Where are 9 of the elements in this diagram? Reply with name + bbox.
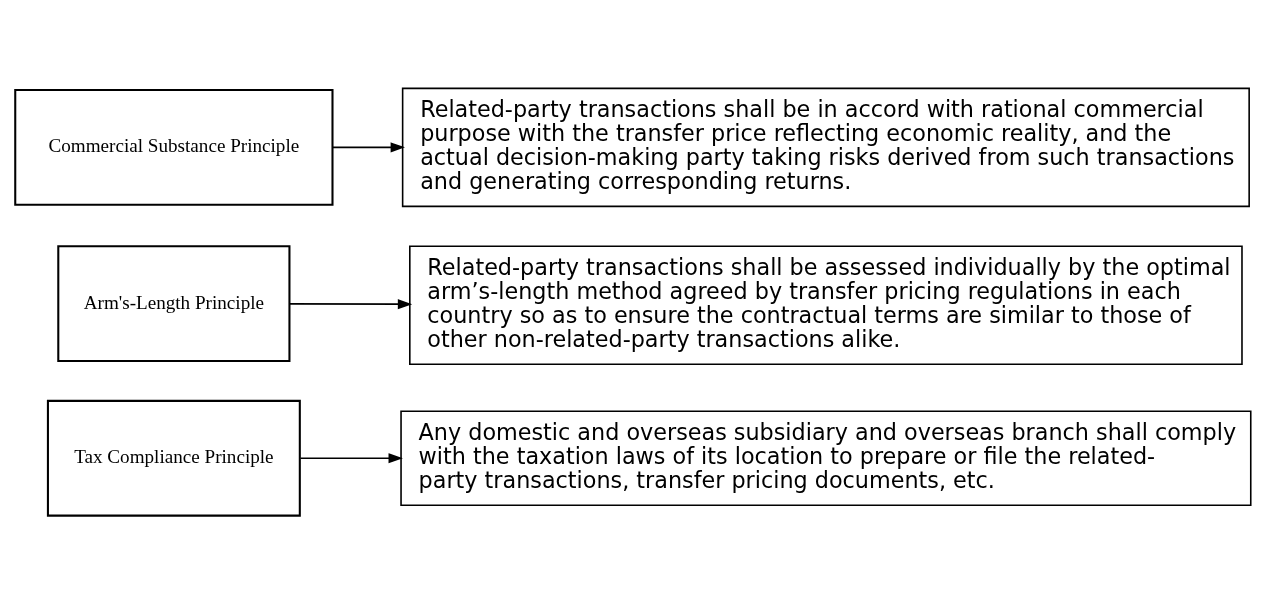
arrow (289, 299, 413, 310)
node-box: Commercial Substance Principle (14, 88, 334, 206)
node-box: Tax Compliance Principle (46, 399, 301, 517)
arrow (299, 453, 403, 464)
node-box: Any domestic and overseas subsidiary and overseas branch shall comply with the taxation laws of its location to prepare or file the related-party transactions, transfer pricing documents, etc. (400, 410, 1252, 507)
arrow (331, 142, 405, 153)
node-box: Related-party transactions shall be in accord with rational commercial purpose with the transfer price reflecting economic reality, and the actual decision-making party taking risks derived from such transactions and generating corresponding returns. (401, 87, 1250, 208)
node-box: Arm's-Length Principle (57, 245, 291, 363)
node-box: Related-party transactions shall be assessed individually by the optimal arm’s-length method agreed by transfer pricing regulations in each country so as to ensure the contractual terms are similar to those of other non-related-party transactions alike. (409, 245, 1243, 365)
